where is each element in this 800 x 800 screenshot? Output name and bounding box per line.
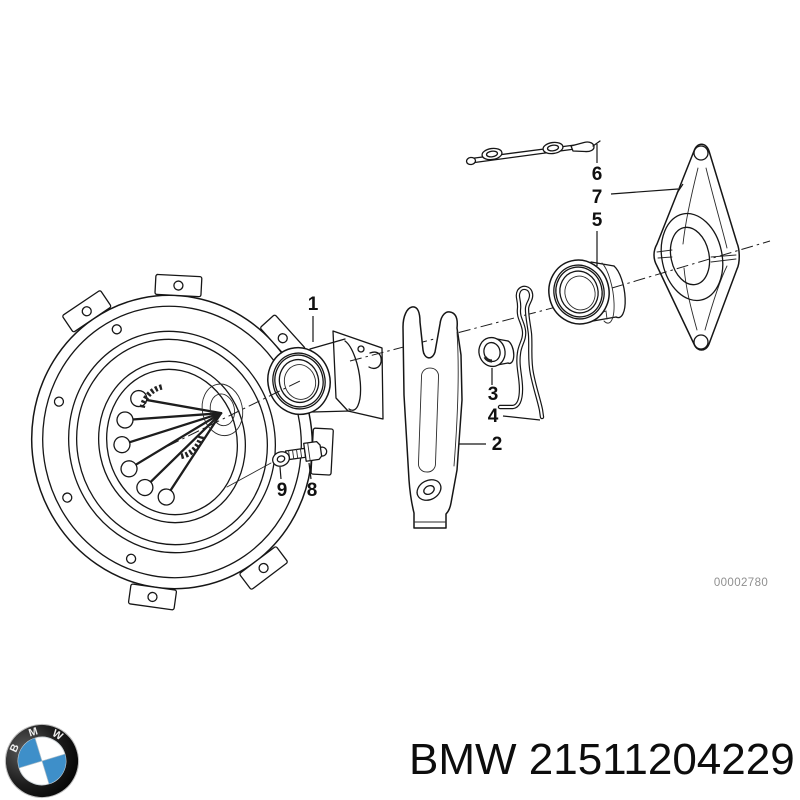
washer-leader-line	[226, 462, 272, 488]
release-bearing-part5	[548, 259, 626, 325]
callout-9-leader	[279, 466, 282, 480]
parts-diagram: 1 2 3 4 5 6 7 8 9 00002780	[30, 140, 771, 611]
callout-3: 3	[488, 384, 499, 405]
washer-part9	[272, 451, 290, 467]
callout-8-leader	[308, 462, 312, 480]
locking-pin-part6	[465, 140, 601, 166]
retaining-spring-part4	[497, 285, 545, 420]
callout-5: 5	[592, 210, 603, 231]
bmw-logo: B M W	[4, 723, 80, 799]
callout-7-tick	[676, 183, 684, 194]
pivot-bushing-part3	[478, 336, 515, 368]
callout-4: 4	[488, 406, 499, 427]
release-fork-part2	[402, 306, 463, 529]
diagram-code: 00002780	[714, 577, 768, 589]
callout-leaders	[279, 144, 684, 480]
callout-labels: 1 2 3 4 5 6 7 8 9	[277, 164, 603, 501]
clutch-pressure-plate	[30, 273, 334, 611]
pressure-plate-tabs	[62, 273, 334, 611]
diaphragm-fingers	[113, 383, 244, 506]
callout-7: 7	[592, 187, 603, 208]
roundel-quadrant-lower-right	[42, 754, 66, 784]
axis-center-line-left	[167, 379, 303, 447]
callout-8: 8	[307, 480, 318, 501]
axis-center-line-mid	[349, 305, 561, 362]
axis-center-line-right	[611, 240, 771, 289]
callout-7-leader	[610, 188, 679, 195]
roundel-quadrant-upper-left	[18, 738, 42, 768]
logo-letter-m: M	[27, 725, 39, 739]
part-number-text: BMW 21511204229	[409, 735, 795, 784]
callout-6: 6	[592, 164, 603, 185]
callout-9: 9	[277, 480, 288, 501]
callout-2: 2	[492, 434, 503, 455]
callout-1: 1	[308, 294, 319, 315]
callout-4-leader	[502, 415, 541, 421]
cover-plate-part7	[653, 143, 740, 351]
